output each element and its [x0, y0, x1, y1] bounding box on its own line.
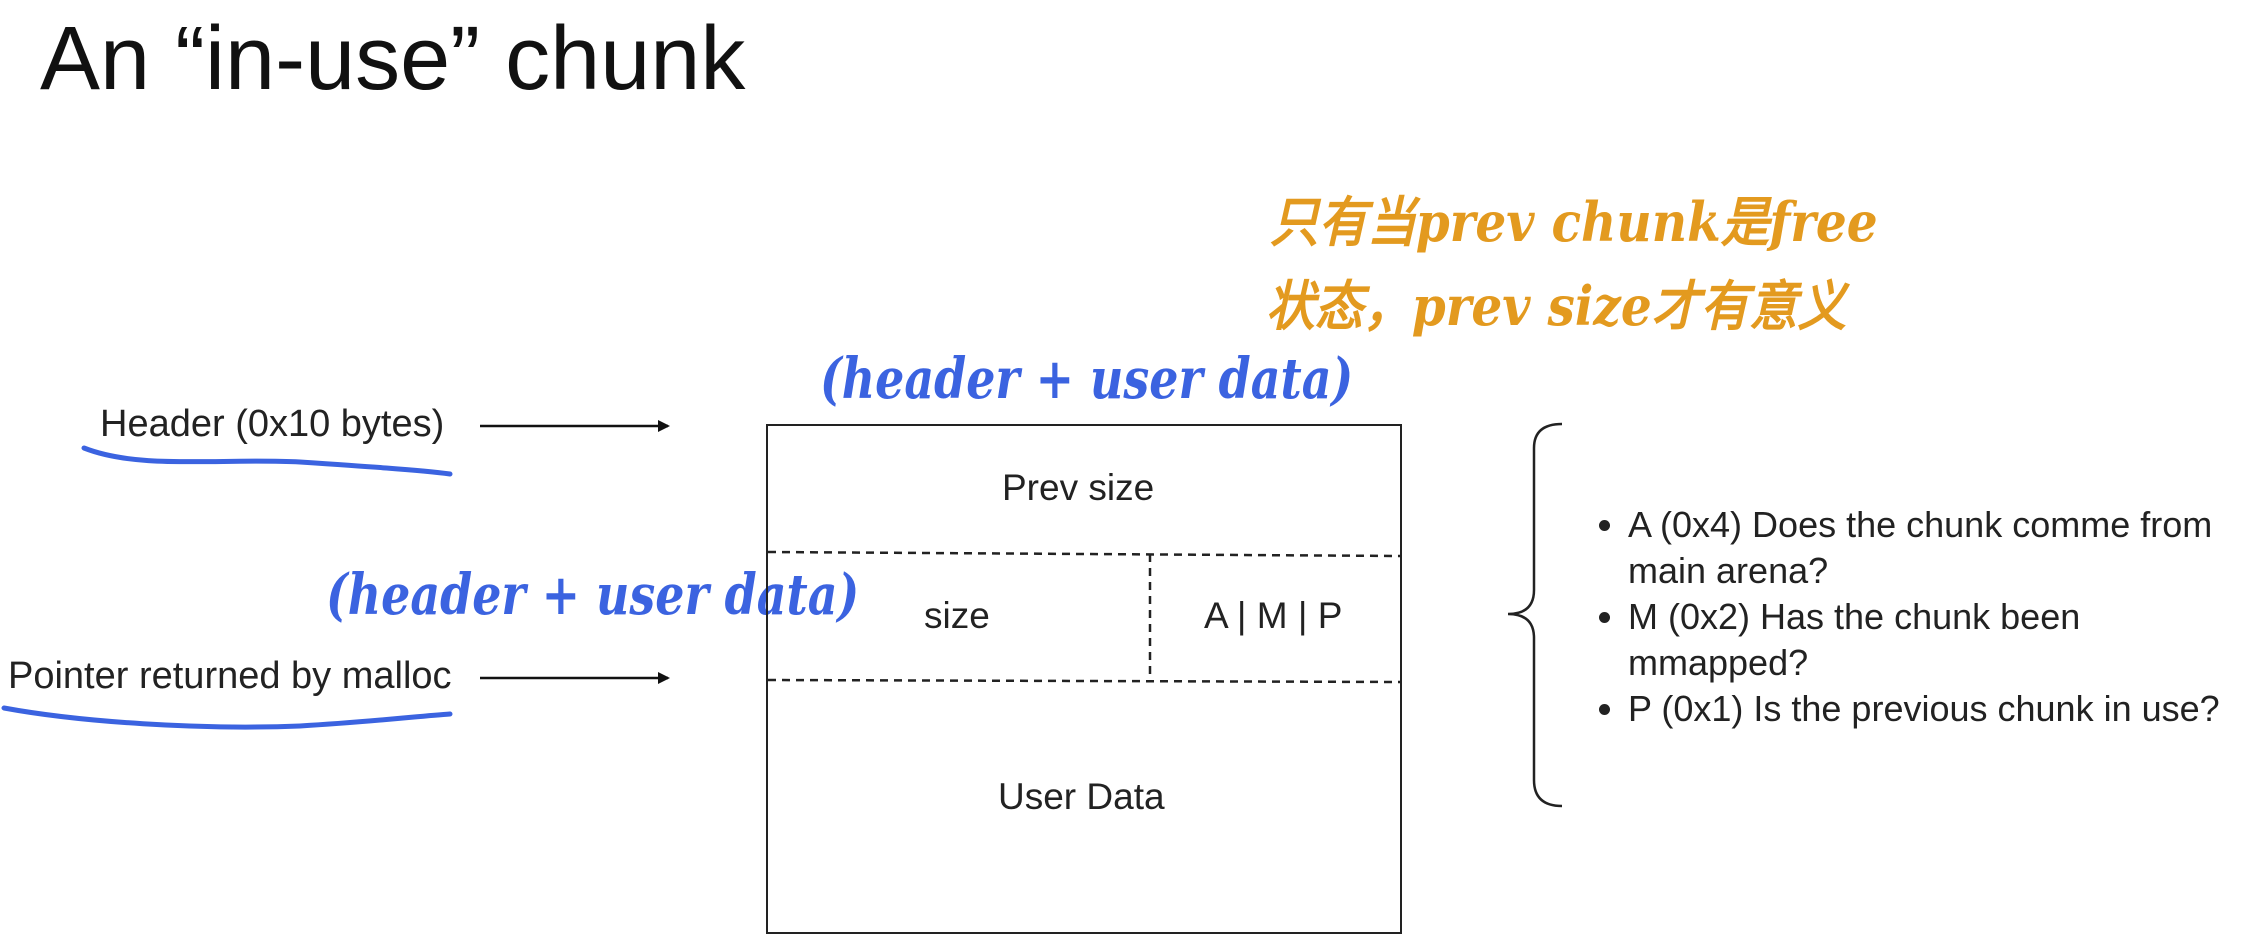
header-underline [81, 445, 453, 477]
size-field: size [924, 595, 990, 636]
pointer-label: Pointer returned by malloc [8, 655, 452, 697]
chunk-box [766, 424, 1402, 934]
handwritten-annotation-top: (header + user data) [820, 346, 1354, 412]
flag-m-item: M (0x2) Has the chunk been mmapped? [1628, 594, 2260, 686]
handwritten-annotation-middle: (header + user data) [326, 562, 860, 628]
flags-list: A (0x4) Does the chunk comme from main a… [1580, 502, 2260, 732]
flag-a-item: A (0x4) Does the chunk comme from main a… [1628, 502, 2260, 594]
handwritten-note-line-2: 状态，prev size才有意义 [1266, 274, 1847, 338]
prev-size-field: Prev size [1002, 467, 1155, 508]
slide-title: An “in-use” chunk [40, 9, 746, 109]
flag-p-item: P (0x1) Is the previous chunk in use? [1628, 686, 2260, 732]
handwritten-note-line-1: 只有当prev chunk是free [1270, 190, 1878, 254]
chunk-divider-top [767, 550, 1401, 558]
header-label: Header (0x10 bytes) [100, 403, 445, 445]
user-data-field: User Data [998, 776, 1165, 817]
pointer-underline [1, 705, 453, 730]
curly-brace [1507, 422, 1563, 808]
chunk-divider-bottom [767, 678, 1401, 684]
flag-bits-field: A | M | P [1204, 595, 1343, 636]
